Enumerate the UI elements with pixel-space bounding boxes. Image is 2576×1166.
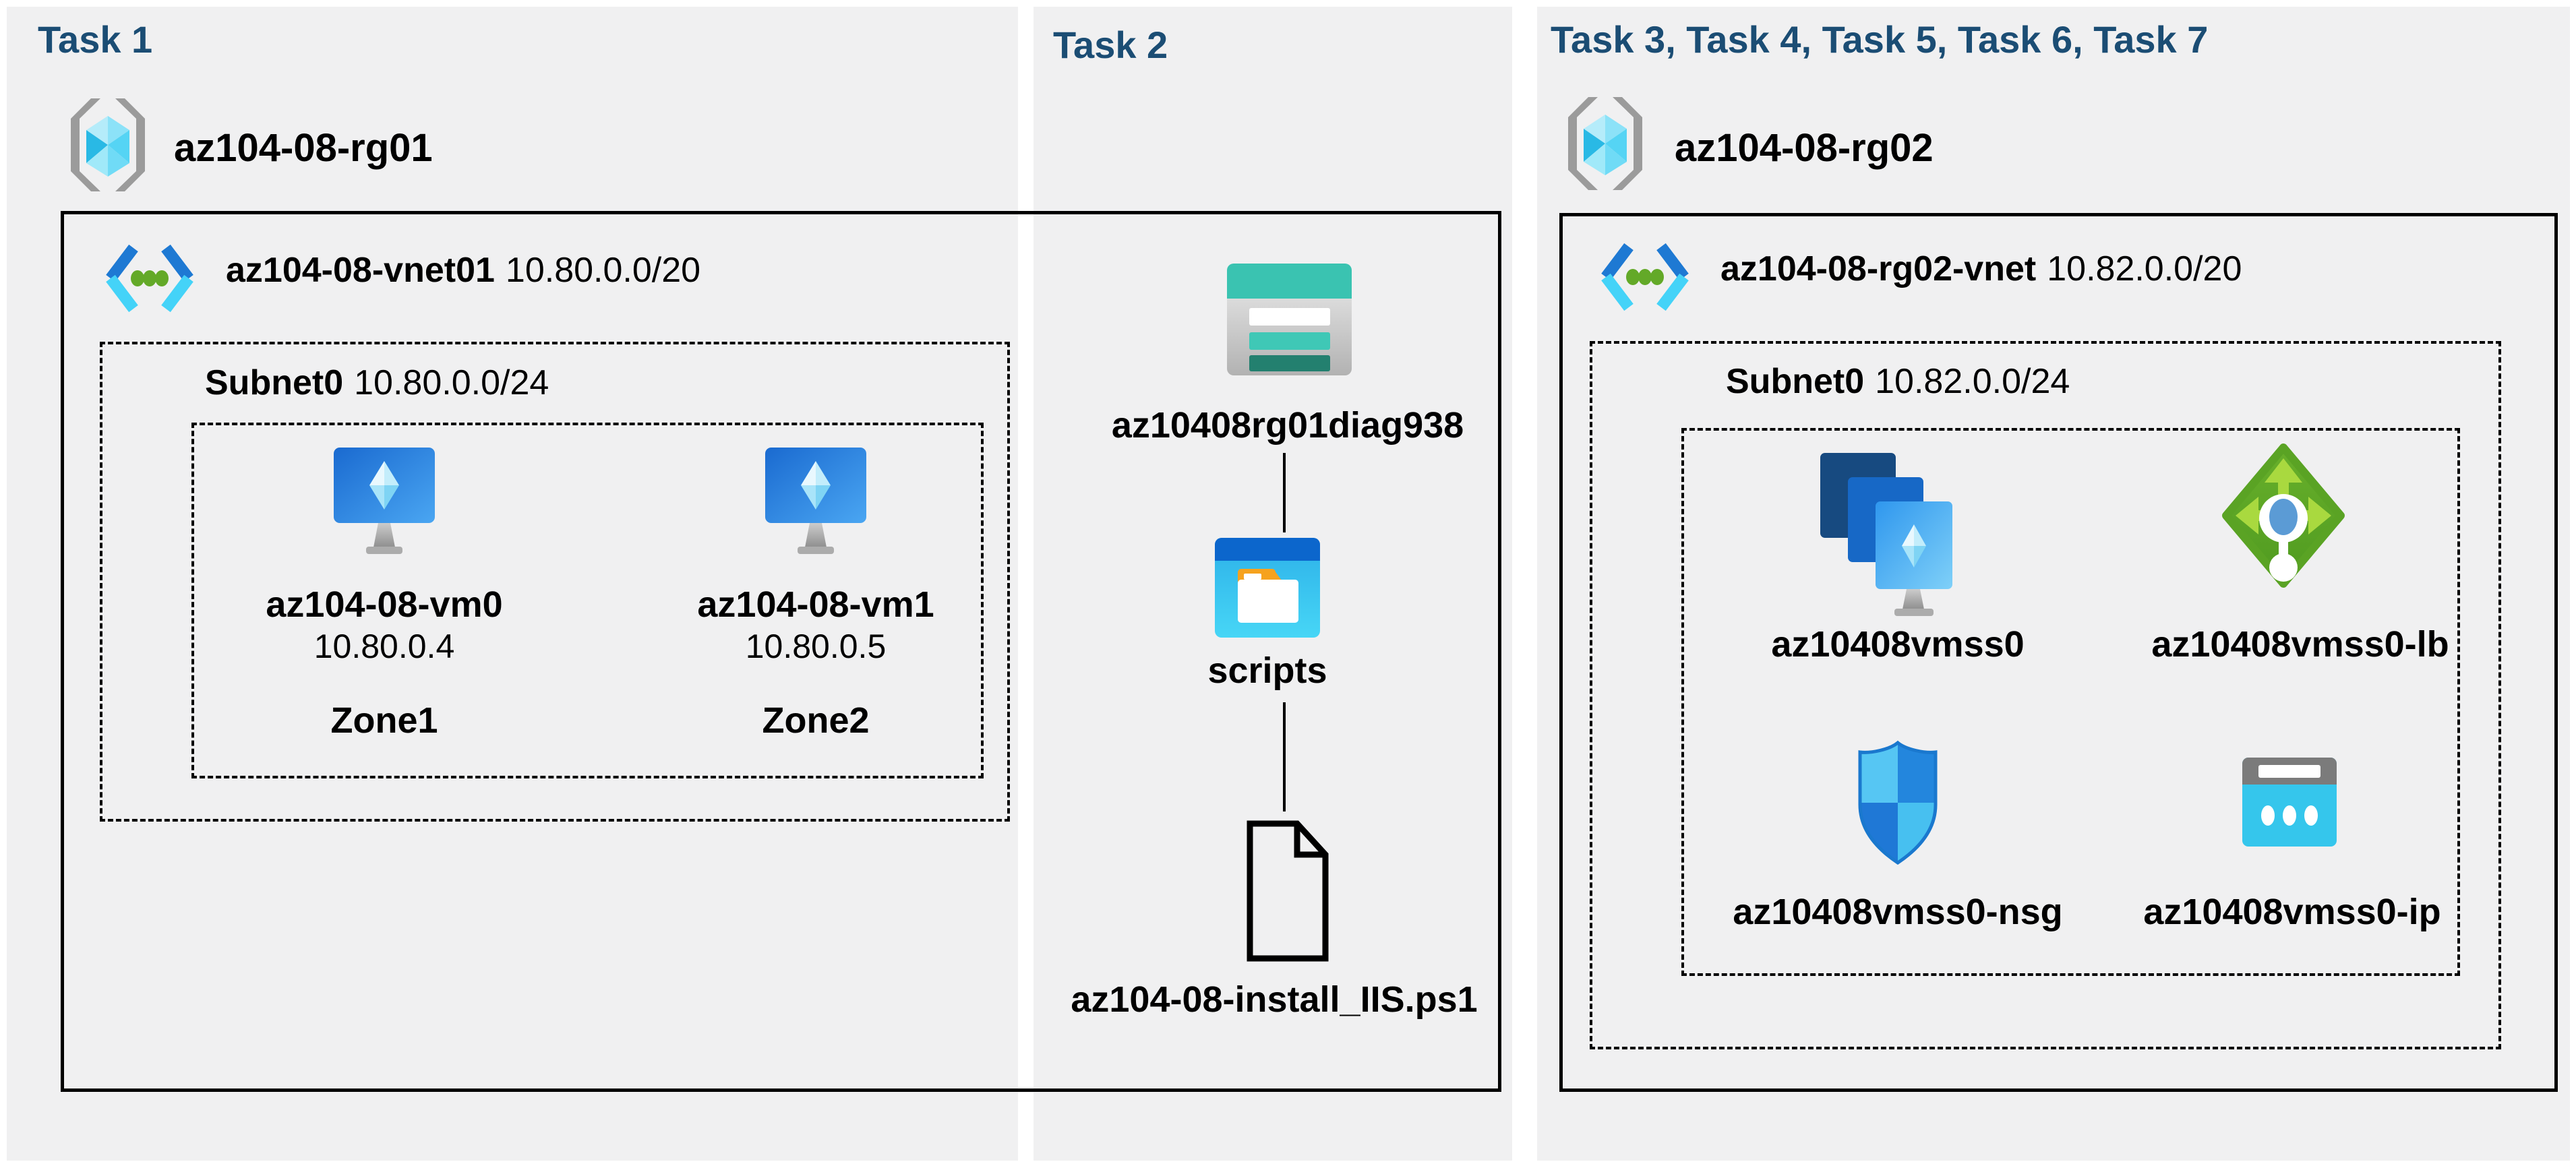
subnet-cidr: 10.80.0.0/24: [354, 363, 549, 402]
vnet-name: az104-08-rg02-vnet: [1720, 249, 2037, 288]
subnet0-box: [100, 342, 1010, 822]
vm-zone: Zone2: [762, 700, 870, 741]
vm-zone: Zone1: [330, 700, 438, 741]
task3-panel: [1537, 7, 2570, 1161]
resource-group-name: az104-08-rg02: [1675, 126, 1934, 170]
task1-title: Task 1: [38, 18, 153, 61]
resource-group-name: az104-08-rg01: [174, 126, 433, 170]
nsg-icon: [1855, 740, 1941, 865]
public-ip-icon: [2242, 758, 2337, 847]
load-balancer-icon: [2219, 441, 2347, 590]
nsg-name: az10408vmss0-nsg: [1733, 892, 2063, 932]
vmss-name: az10408vmss0: [1771, 624, 2025, 665]
vm-name: az104-08-vm1: [697, 584, 934, 625]
zones-box: [191, 423, 984, 778]
resource-group-icon: [64, 98, 152, 191]
vnet-label: az104-08-rg02-vnet 10.82.0.0/20: [1720, 249, 2242, 289]
vm-name: az104-08-vm0: [266, 584, 503, 625]
vnet-label: az104-08-vnet01 10.80.0.0/20: [226, 250, 700, 290]
virtual-network-icon: [1595, 241, 1695, 313]
virtual-machine-icon: [334, 448, 435, 557]
task3-title: Task 3, Task 4, Task 5, Task 6, Task 7: [1551, 18, 2209, 61]
vnet-cidr: 10.82.0.0/20: [2047, 249, 2242, 288]
task1-panel: [7, 7, 1018, 1161]
virtual-network-icon: [100, 243, 200, 314]
vm-ip: 10.80.0.4: [313, 627, 455, 665]
subnet-label: Subnet0 10.80.0.0/24: [205, 363, 549, 403]
subnet0-box: [1590, 341, 2501, 1049]
script-file-name: az104-08-install_IIS.ps1: [1071, 979, 1478, 1020]
vnet-name: az104-08-vnet01: [226, 251, 495, 290]
vnet-cidr: 10.80.0.0/20: [505, 251, 701, 290]
public-ip-name: az10408vmss0-ip: [2143, 892, 2441, 932]
subnet-name: Subnet0: [1726, 362, 1865, 401]
vm-ip: 10.80.0.5: [745, 627, 887, 665]
storage-account-icon: [1227, 264, 1352, 375]
folder-name: scripts: [1207, 650, 1327, 691]
task2-title: Task 2: [1053, 24, 1168, 66]
connector-line: [1283, 453, 1286, 532]
subnet-cidr: 10.82.0.0/24: [1875, 362, 2070, 401]
vnet02-boundary-box: [1559, 213, 2558, 1092]
subnet-name: Subnet0: [205, 363, 344, 402]
virtual-machine-icon: [765, 448, 866, 557]
storage-account-name: az10408rg01diag938: [1111, 405, 1464, 446]
subnet-label: Subnet0 10.82.0.0/24: [1726, 361, 2070, 402]
vmss-icon: [1820, 453, 1952, 619]
vmss-resources-box: [1681, 428, 2460, 976]
folder-icon: [1215, 538, 1320, 638]
connector-line: [1283, 702, 1286, 811]
resource-group-icon: [1561, 97, 1649, 190]
load-balancer-name: az10408vmss0-lb: [2151, 624, 2449, 665]
vnet01-boundary-box: [61, 211, 1501, 1092]
file-icon: [1246, 820, 1329, 962]
